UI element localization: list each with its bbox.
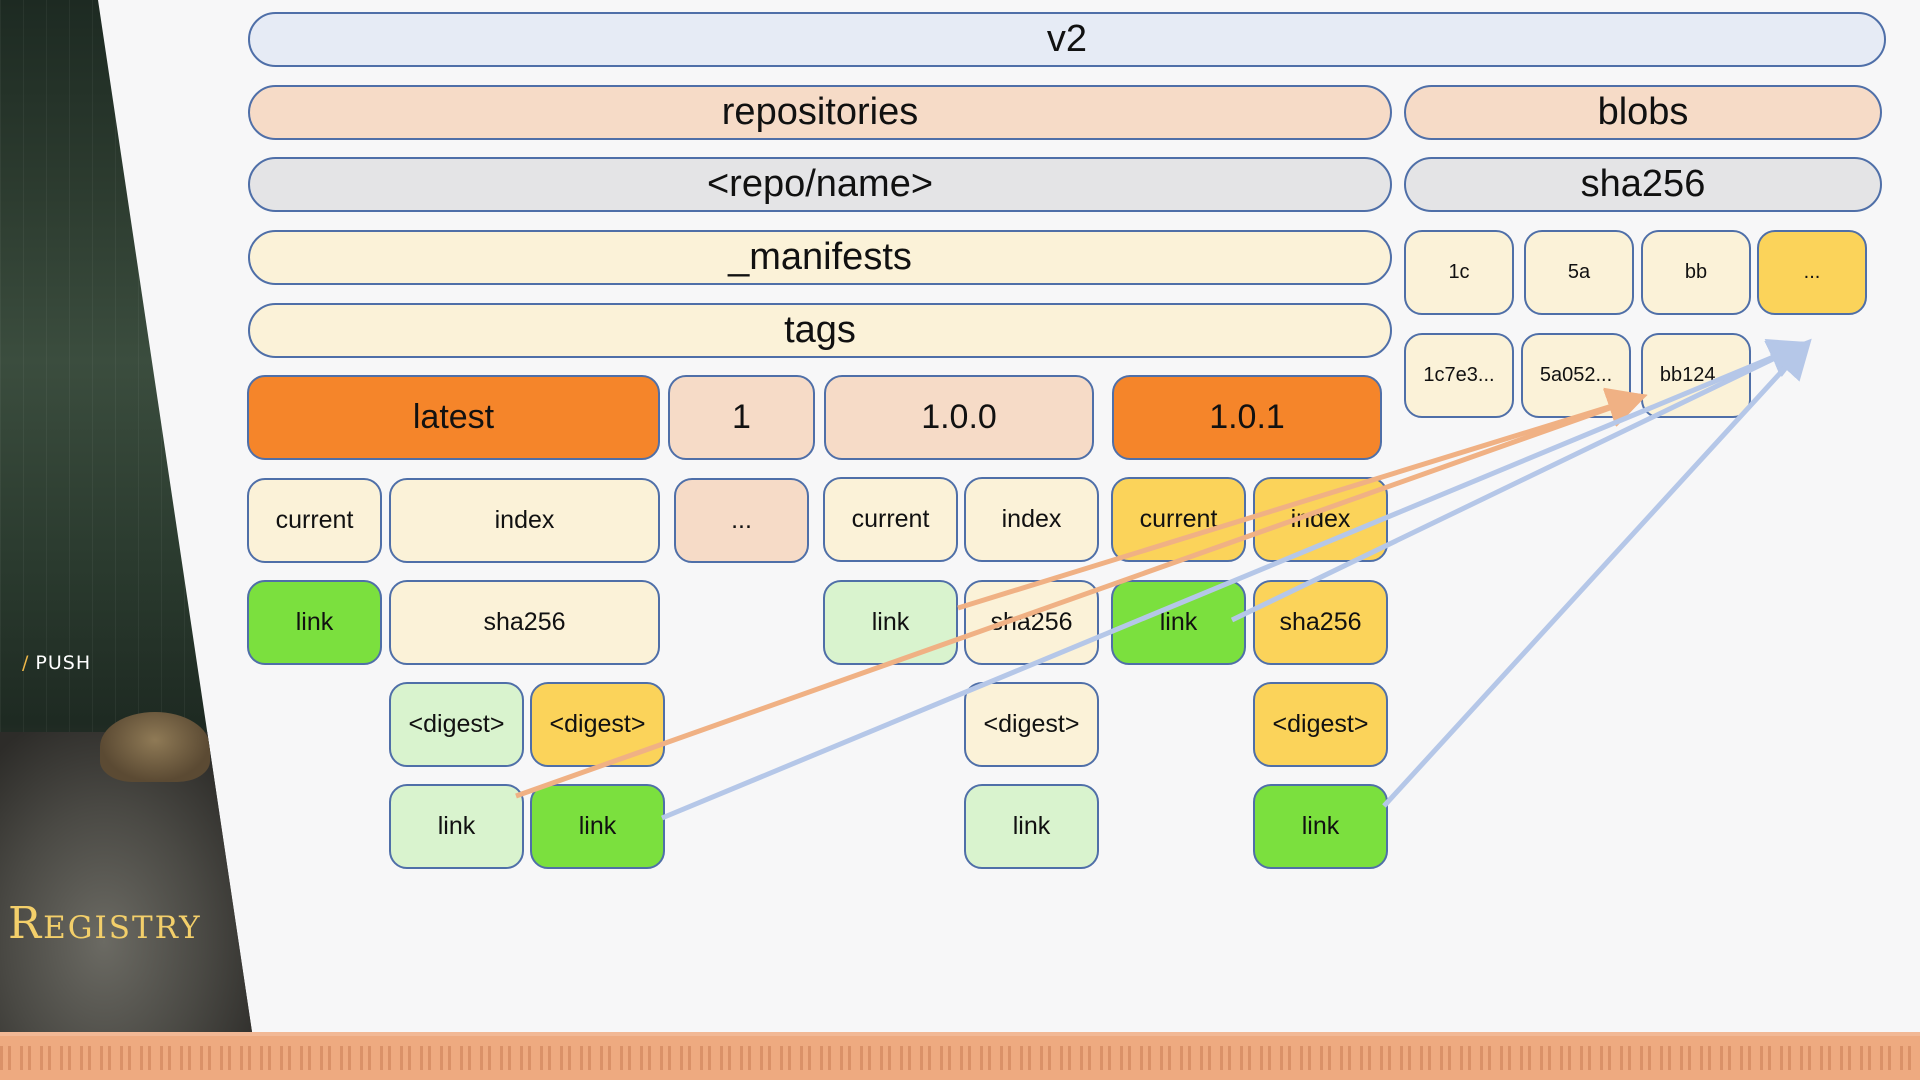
- t100-link: link: [823, 580, 958, 665]
- node-v2: v2: [248, 12, 1886, 67]
- section-label-text: PUSH: [35, 652, 92, 674]
- latest-digest-1: <digest>: [389, 682, 524, 767]
- blob-prefix-5a: 5a: [1524, 230, 1634, 315]
- t101-link: link: [1111, 580, 1246, 665]
- latest-index: index: [389, 478, 660, 563]
- node-blobs: blobs: [1404, 85, 1882, 140]
- footer-band: [0, 1032, 1920, 1080]
- t101-digest: <digest>: [1253, 682, 1388, 767]
- latest-digest-2: <digest>: [530, 682, 665, 767]
- tag-1-0-0: 1.0.0: [824, 375, 1094, 460]
- blob-prefix-1c: 1c: [1404, 230, 1514, 315]
- t100-digest-link: link: [964, 784, 1099, 869]
- node-repositories: repositories: [248, 85, 1392, 140]
- node-blobs-sha256: sha256: [1404, 157, 1882, 212]
- blob-digest-1c7e3: 1c7e3...: [1404, 333, 1514, 418]
- brand-title: Registry: [8, 898, 202, 949]
- t100-current: current: [823, 477, 958, 562]
- node-manifests: _manifests: [248, 230, 1392, 285]
- latest-link: link: [247, 580, 382, 665]
- sidebar-image: [0, 0, 252, 1032]
- rock-image: [0, 732, 252, 1032]
- blob-prefix-bb: bb: [1641, 230, 1751, 315]
- blob-digest-5a052: 5a052...: [1521, 333, 1631, 418]
- t100-index: index: [964, 477, 1099, 562]
- t100-digest: <digest>: [964, 682, 1099, 767]
- section-label: /PUSH: [22, 652, 92, 674]
- latest-digest-2-link: link: [530, 784, 665, 869]
- greek-key-pattern: [0, 1046, 1920, 1070]
- node-tags: tags: [248, 303, 1392, 358]
- blob-digest-bb124: bb124...: [1641, 333, 1751, 418]
- latest-sha256: sha256: [389, 580, 660, 665]
- node-repo-name: <repo/name>: [248, 157, 1392, 212]
- turtle-image: [100, 712, 210, 782]
- blob-prefix-more: ...: [1757, 230, 1867, 315]
- t101-current: current: [1111, 477, 1246, 562]
- latest-digest-1-link: link: [389, 784, 524, 869]
- latest-current: current: [247, 478, 382, 563]
- t100-sha256: sha256: [964, 580, 1099, 665]
- t101-sha256: sha256: [1253, 580, 1388, 665]
- tag-1-more: ...: [674, 478, 809, 563]
- tag-1: 1: [668, 375, 815, 460]
- t101-index: index: [1253, 477, 1388, 562]
- tag-latest: latest: [247, 375, 660, 460]
- t101-digest-link: link: [1253, 784, 1388, 869]
- tag-1-0-1: 1.0.1: [1112, 375, 1382, 460]
